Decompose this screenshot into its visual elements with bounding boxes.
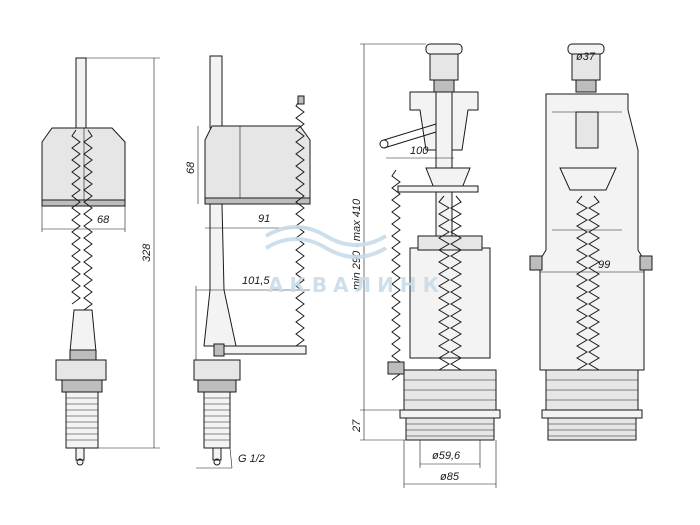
dim-side-float-width: 91 xyxy=(258,213,270,225)
dim-front-height: 328 xyxy=(141,243,153,262)
dim-flush-arm: 100 xyxy=(410,145,429,157)
dim-front-width: 68 xyxy=(97,214,110,226)
flush-valve-side-view: min 290 - max 410 27 100 ø59,6 ø85 xyxy=(351,43,501,488)
fill-valve-front-view: 68 328 xyxy=(41,57,160,466)
watermark: АКВАЛИНК xyxy=(264,225,445,297)
watermark-text: АКВАЛИНК xyxy=(268,273,445,297)
dim-flush-width: 99 xyxy=(598,259,610,271)
dim-flush-button: ø37 xyxy=(576,51,596,63)
fill-valve-side-view: 68 91 101,5 G 1/2 xyxy=(185,55,311,469)
flush-valve-front-view: ø37 99 xyxy=(529,43,653,441)
dim-flush-outlet-outer: ø85 xyxy=(440,471,460,483)
dim-side-arm: 101,5 xyxy=(242,275,270,287)
dim-side-float-height: 68 xyxy=(185,161,197,174)
dim-flush-base-height: 27 xyxy=(351,419,363,433)
dim-thread: G 1/2 xyxy=(238,453,265,465)
dim-flush-outlet-inner: ø59,6 xyxy=(432,450,461,462)
